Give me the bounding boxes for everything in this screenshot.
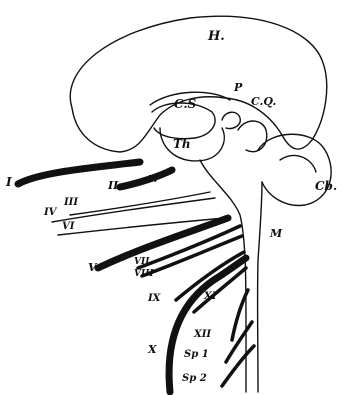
corpora-quadrigemina-outline [238,121,267,152]
cerebellum-outline [258,134,331,205]
nerve-I [18,162,140,184]
label-M: M [270,228,282,239]
nerve-III [70,192,210,215]
label-XII: XII [194,330,211,340]
label-I: I [6,176,12,188]
label-VIII: VIII [134,270,154,279]
label-IX: IX [148,294,160,304]
nerve-V [98,218,228,268]
label-CQ: C.Q. [251,96,276,107]
label-CS: C.S [174,98,196,110]
label-Sp1: Sp 1 [184,350,209,360]
hemisphere-outline [70,16,327,152]
label-P: P [234,82,242,93]
label-Th: Th [173,138,191,150]
brainstem-right [258,182,262,392]
nerve-Sp2 [222,346,254,386]
label-VI: VI [62,222,74,232]
label-Cb: Cb. [315,180,337,192]
label-Sp2: Sp 2 [182,374,207,384]
label-II: II [108,180,118,191]
label-X: X [148,344,157,355]
cerebellum-inner [280,156,316,172]
label-IV: IV [44,208,56,218]
label-III: III [64,198,78,208]
label-H: H. [208,30,225,43]
label-VII: VII [134,258,149,267]
label-XI: XI [204,292,216,302]
label-IV-small: IV [148,176,159,185]
nerve-II [120,170,172,187]
label-V: V [88,262,97,273]
nerve-Sp1 [226,322,252,362]
pineal-outline [222,112,240,128]
thalamus-outline [160,128,224,161]
